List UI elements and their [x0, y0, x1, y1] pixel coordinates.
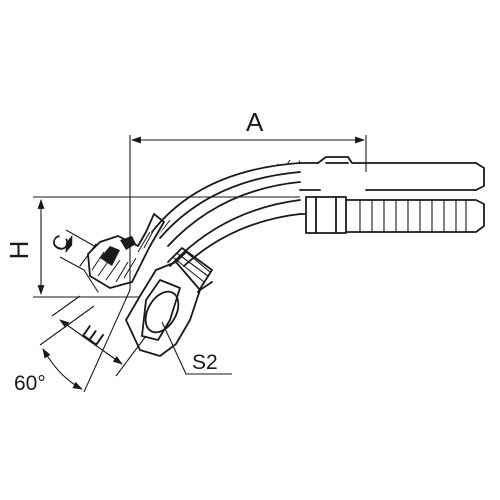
nose-outline	[87, 213, 165, 289]
nut-body	[125, 261, 201, 357]
thread-ring	[167, 247, 213, 293]
dimension-e: E	[51, 295, 147, 377]
dim-e-ext-1	[51, 295, 81, 317]
dimension-h: H	[4, 196, 300, 298]
nose-hatching	[91, 225, 157, 283]
ferrule-cone	[317, 156, 367, 164]
angle-ray-2	[39, 305, 95, 346]
body-outer-bottom-2	[183, 213, 301, 267]
nose-face-line	[83, 269, 99, 293]
tail-barbs	[359, 199, 467, 233]
nut-face	[141, 279, 181, 341]
s2-leader: S2	[161, 321, 232, 375]
dimension-a: A	[129, 107, 367, 290]
section-hatching	[139, 157, 300, 261]
s2-leader-line	[161, 321, 232, 375]
label-angle: 60°	[14, 372, 46, 395]
bent-body	[139, 157, 321, 267]
label-h: H	[4, 241, 34, 260]
dim-c-ext-1	[65, 229, 97, 248]
angle-60: 60°	[14, 289, 131, 395]
body-outer-top	[151, 162, 301, 233]
nut-edge-2	[199, 281, 213, 291]
hose-tail	[345, 162, 485, 233]
ring-outline	[167, 247, 213, 293]
dim-c-line	[65, 235, 73, 253]
body-outer-bottom	[169, 199, 301, 267]
tail-outline	[345, 199, 485, 233]
label-s2: S2	[192, 351, 218, 374]
tail-end	[475, 162, 485, 191]
body-bore-top	[167, 181, 301, 247]
dim-c-ext-2	[59, 256, 85, 271]
dim-e-ext-2	[115, 335, 147, 377]
label-a: A	[246, 107, 264, 137]
ferrule-collar	[305, 196, 347, 234]
nose-seal-ring-2	[120, 236, 136, 250]
swivel-nut	[125, 251, 213, 357]
angle-ray-1	[83, 289, 131, 393]
body-outer-top-2	[159, 171, 301, 239]
nose-face-line-2	[79, 243, 97, 267]
label-c: C	[47, 232, 74, 255]
ferrule	[305, 156, 367, 234]
angle-arc	[42, 348, 83, 390]
dim-e-line	[59, 319, 123, 365]
nut-chamfer	[144, 290, 180, 334]
nose-seal-ring	[100, 246, 120, 266]
seat-nose	[79, 213, 165, 293]
